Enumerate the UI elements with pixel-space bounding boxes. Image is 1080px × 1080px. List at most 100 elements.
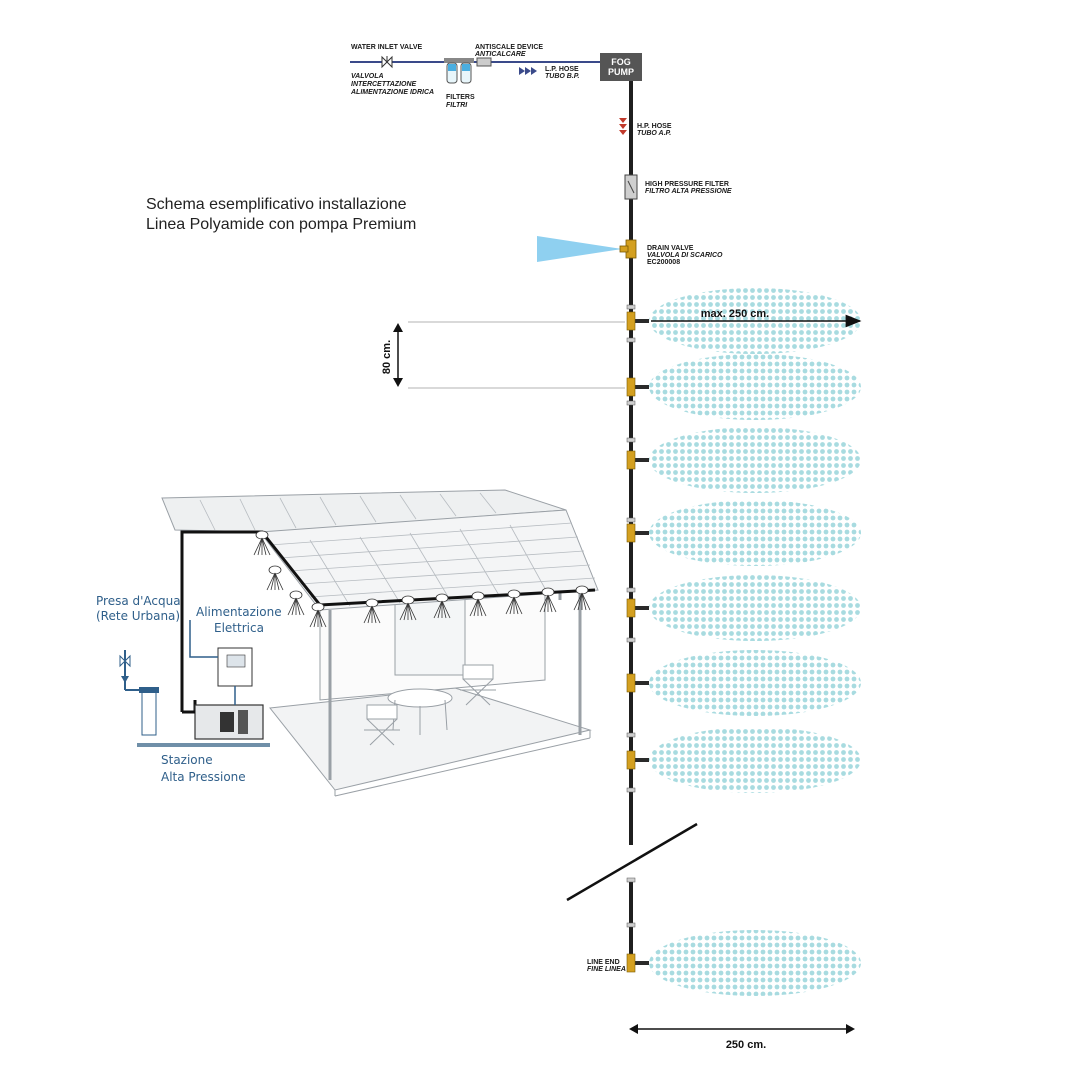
spray-line (371, 605, 377, 624)
water-source-label-2: (Rete Urbana) (96, 609, 180, 623)
pipe-break-line (566, 822, 698, 902)
bottom-width-label: 250 cm. (726, 1039, 766, 1051)
back-window (394, 594, 466, 676)
spray-line (581, 592, 587, 611)
nozzle-fitting (626, 673, 636, 693)
spacing-arrow-icon (393, 323, 403, 387)
lp-hose-label: L.P. HOSE (545, 66, 579, 73)
nozzle-icon (633, 531, 649, 535)
pipe-connector (626, 304, 636, 310)
water-tap-valve-icon (119, 654, 131, 668)
mist-cloud (649, 354, 861, 420)
hp-hose-arrows-icon (619, 118, 627, 135)
spray-line (577, 592, 583, 611)
pergola-nozzle-icon (435, 593, 449, 603)
spray-line (309, 609, 319, 628)
diagram-title-line2: Linea Polyamide con pompa Premium (146, 216, 416, 233)
pipe-connector (626, 517, 636, 523)
pergola-nozzle-icon (255, 530, 269, 540)
lp-hose-it: TUBO B.P. (545, 73, 580, 80)
pergola-illustration (137, 489, 599, 797)
dimension-annotations: 80 cm. max. 250 cm. 250 cm. (381, 308, 862, 1051)
nozzle-fitting (626, 750, 636, 770)
antiscale-it: ANTICALCARE (474, 51, 526, 58)
pipe-connector (626, 637, 636, 643)
antiscale-device-icon (476, 57, 492, 67)
spray-line (363, 605, 373, 624)
antiscale-label: ANTISCALE DEVICE (475, 44, 543, 51)
spray-line (441, 600, 451, 619)
water-inlet-valve-icon (381, 55, 393, 69)
spray-line (513, 596, 519, 615)
pipe-connector (626, 337, 636, 343)
high-pressure-station (119, 620, 264, 740)
spray-line (407, 602, 417, 621)
pergola-nozzle-icon (401, 595, 415, 605)
pipe-connector (626, 922, 636, 928)
spray-line (407, 602, 413, 621)
pergola-nozzle-icon (575, 585, 589, 595)
spray-line (473, 598, 479, 617)
drain-valve-icon (619, 239, 637, 259)
pergola-nozzle-icon (507, 589, 521, 599)
hp-filter-label: HIGH PRESSURE FILTER (645, 181, 729, 188)
spray-line (547, 594, 557, 613)
water-filter-housing (141, 689, 157, 736)
nozzle-icon (633, 385, 649, 389)
spray-line (257, 537, 263, 556)
main-pipe-group: H.P. HOSE TUBO A.P. HIGH PRESSURE FILTER… (537, 81, 732, 973)
pergola-nozzle-icon (289, 590, 303, 600)
bottom-width-arrow-icon (629, 1024, 855, 1034)
spray-line (477, 598, 483, 617)
filters-it: FILTRI (446, 102, 468, 109)
spray-line (399, 602, 409, 621)
water-inlet-valve-it3: ALIMENTAZIONE IDRICA (350, 89, 434, 96)
water-source-label-1: Presa d'Acqua (96, 594, 181, 608)
lp-hose-arrows-icon (519, 67, 537, 75)
drain-spray-cone (537, 236, 622, 262)
pipe-connector (626, 587, 636, 593)
spray-line (441, 600, 447, 619)
spray-line (477, 598, 487, 617)
patio-table (387, 688, 453, 708)
spray-line (261, 537, 267, 556)
pergola-nozzle-icon (268, 565, 282, 575)
nozzle-fitting (626, 311, 636, 331)
pipe-connector (626, 877, 636, 883)
diagram-title-line1: Schema esemplificativo installazione (146, 196, 407, 213)
pergola-nozzle-icon (365, 598, 379, 608)
filters-icon (444, 58, 474, 84)
hp-hose-label: H.P. HOSE (637, 123, 672, 130)
spray-line (543, 594, 549, 613)
pipe-connector (626, 787, 636, 793)
nozzle-icon (633, 681, 649, 685)
mist-cloud (649, 500, 861, 566)
station-label-2: Alta Pressione (161, 770, 246, 784)
spray-line (433, 600, 443, 619)
hp-filter-it: FILTRO ALTA PRESSIONE (645, 188, 732, 195)
spray-line (403, 602, 409, 621)
water-inlet-valve-it1: VALVOLA (351, 73, 384, 80)
pergola-nozzle-icon (471, 591, 485, 601)
fog-pump-box (600, 53, 642, 81)
station-label-1: Stazione (161, 753, 213, 767)
spray-line (509, 596, 515, 615)
nozzle-fitting (626, 450, 636, 470)
supply-line-group: WATER INLET VALVE VALVOLA INTERCETTAZION… (350, 44, 642, 109)
water-inlet-valve-it2: INTERCETTAZIONE (351, 81, 417, 88)
drain-valve-it: VALVOLA DI SCARICO (647, 252, 723, 259)
fog-pump-line1: FOG (611, 57, 631, 67)
spray-line (371, 605, 381, 624)
mist-cloud (649, 650, 861, 716)
filters-label: FILTERS (446, 94, 475, 101)
spray-line (505, 596, 515, 615)
drain-valve-code: EC200008 (647, 259, 680, 266)
spray-line (469, 598, 479, 617)
nozzle-fitting (626, 953, 636, 973)
spray-line (253, 537, 263, 556)
pergola-mist-pipes (180, 530, 596, 712)
nozzle-fitting (626, 598, 636, 618)
roof-tiles (199, 492, 596, 607)
nozzle-group (626, 288, 861, 996)
